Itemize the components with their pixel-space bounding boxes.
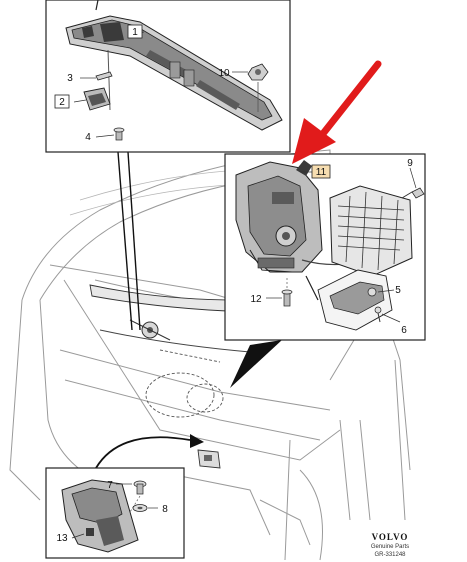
callout-2: 2: [59, 97, 65, 108]
bottom-inset: 7 8 13: [45, 467, 185, 559]
striker-part: [61, 479, 139, 553]
switch-part: [83, 87, 111, 111]
screw-part-4: [113, 127, 125, 141]
callout-4: 4: [85, 132, 91, 143]
top-inset: 1 2 3 4 10: [45, 0, 291, 153]
callout-8: 8: [162, 504, 168, 515]
pin-part: [95, 71, 113, 81]
rear-window: [69, 169, 241, 216]
callout-9: 9: [407, 158, 413, 169]
lock-body-part: [235, 160, 323, 273]
bottom-inset-leaders: [71, 483, 158, 539]
brand-tagline: Genuine Parts: [371, 544, 409, 550]
callout-box-2: [54, 94, 70, 109]
callout-10: 10: [218, 68, 230, 79]
vehicle-rear-outline: [9, 149, 411, 561]
handle-bar-part: [65, 0, 283, 131]
bumper-latch: [197, 449, 221, 469]
leader-lock-inset: [230, 340, 282, 388]
tailgate-handle: [89, 284, 261, 353]
callout-3: 3: [67, 73, 73, 84]
handle-area-dashed: [145, 349, 224, 418]
leader-bottom-inset: [95, 436, 191, 469]
callout-1: 1: [132, 27, 138, 38]
diagram-code: GR-331248: [374, 552, 406, 558]
bolt-part-12: [281, 278, 293, 307]
footer: VOLVO Genuine Parts GR-331248: [371, 532, 409, 558]
callout-box-11: [311, 164, 331, 179]
callout-5: 5: [395, 285, 401, 296]
leader-top-inset: [117, 151, 141, 331]
callout-6: 6: [401, 325, 407, 336]
callout-box-1: [127, 24, 143, 39]
bracket-detail: [305, 269, 393, 331]
leader-bottom-arrowhead: [190, 434, 204, 448]
callout-11: 11: [316, 167, 327, 178]
red-pointer-arrow: [292, 60, 382, 164]
brand-logo-text: VOLVO: [372, 532, 409, 542]
lock-inset: 11 9 12 5 6: [224, 153, 426, 341]
screw-part-9: [401, 187, 425, 199]
screw-part-7: [129, 480, 147, 513]
callout-13: 13: [56, 533, 68, 544]
callout-7: 7: [107, 480, 113, 491]
nut-part-10: [247, 63, 269, 112]
callout-12: 12: [250, 294, 262, 305]
lock-inset-leaders: [266, 167, 417, 323]
washer-part-8: [132, 504, 148, 512]
actuator-part: [329, 185, 413, 277]
